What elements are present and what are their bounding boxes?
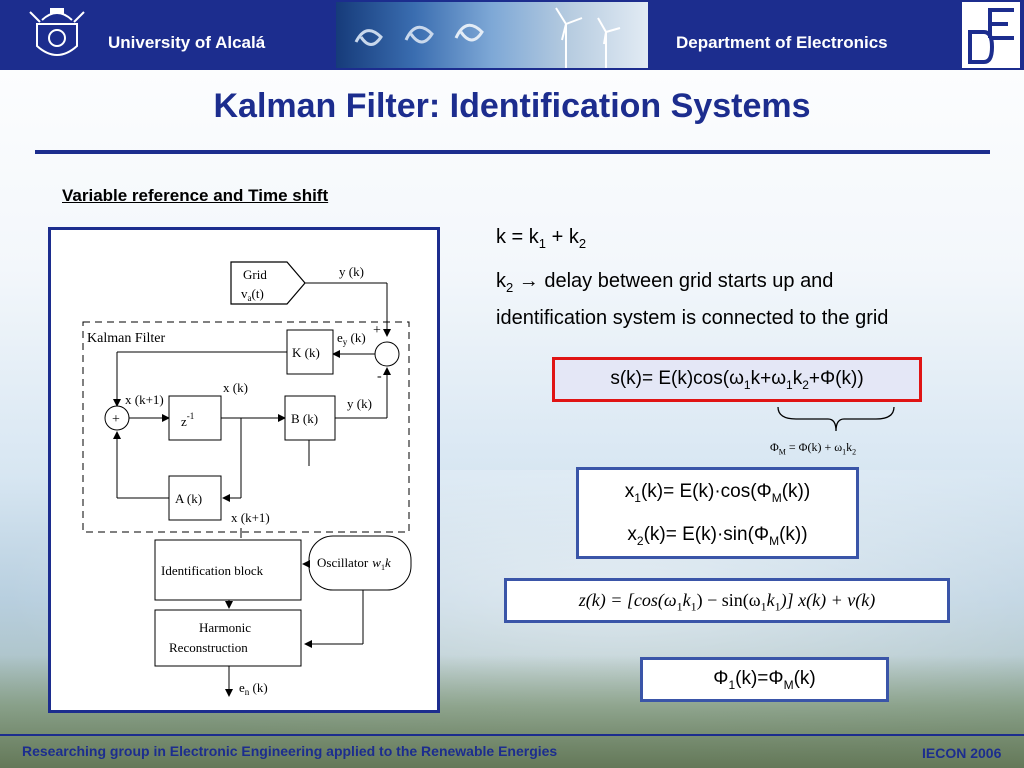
grid-block bbox=[230, 261, 306, 305]
harmonic-block bbox=[154, 609, 302, 667]
grid-signal: va(t) bbox=[241, 286, 264, 303]
de-logo-icon bbox=[962, 2, 1020, 68]
en-label: en (k) bbox=[239, 680, 268, 697]
xhat-k-label: x (k) bbox=[223, 380, 248, 395]
department-name: Department of Electronics bbox=[676, 33, 888, 52]
phi-m-definition: ΦM = Φ(k) + ω1k2 bbox=[770, 440, 857, 457]
slide-title: Kalman Filter: Identification Systems bbox=[213, 87, 811, 125]
y-top-label: y (k) bbox=[339, 264, 364, 279]
header-bar: University of Alcalá Department of Elect… bbox=[0, 0, 1024, 70]
minus-sign: - bbox=[377, 369, 382, 384]
a-block-label: A (k) bbox=[175, 491, 202, 506]
crest-icon bbox=[29, 8, 85, 56]
section-subtitle: Variable reference and Time shift bbox=[62, 186, 329, 205]
signal-equation-box: s(k)= E(k)cos(ω1k+ω1k2+Φ(k)) bbox=[552, 357, 922, 402]
x2-equation: x2(k)= E(k)·sin(ΦM(k)) bbox=[627, 524, 808, 548]
ey-label: ey (k) bbox=[337, 330, 366, 347]
identification-label: Identification block bbox=[161, 563, 264, 578]
phi1-equation-box: Φ1(k)=ΦM(k) bbox=[640, 657, 889, 702]
state-equations-box: x1(k)= E(k)·cos(ΦM(k)) x2(k)= E(k)·sin(Φ… bbox=[576, 467, 859, 559]
identification-block bbox=[154, 539, 302, 601]
error-sum-junction bbox=[374, 341, 400, 367]
y-b-label: y (k) bbox=[347, 396, 372, 411]
k-block-label: K (k) bbox=[292, 345, 320, 360]
kalman-block-diagram: Grid va(t) y (k) Kalman Filter + - ey (k… bbox=[48, 227, 440, 713]
plus-top-sign: + bbox=[373, 323, 381, 338]
footer-divider bbox=[0, 734, 1024, 736]
xhat-k1-label: x (k+1) bbox=[125, 392, 164, 407]
grid-label: Grid bbox=[243, 267, 267, 282]
k-definition: k = k1 + k2 bbox=[496, 226, 587, 251]
plus-sum-sign: + bbox=[112, 412, 120, 427]
delay-block bbox=[168, 395, 222, 441]
underbrace bbox=[777, 406, 895, 432]
delay-label: z-1 bbox=[181, 411, 194, 429]
k2-description: k2 → delay between grid starts up and id… bbox=[496, 270, 889, 329]
b-block bbox=[284, 395, 336, 441]
footer-research-group: Researching group in Electronic Engineer… bbox=[22, 743, 558, 759]
k-block bbox=[286, 329, 334, 375]
harmonic-label-1: Harmonic bbox=[199, 620, 251, 635]
harmonic-label-2: Reconstruction bbox=[169, 640, 248, 655]
b-block-label: B (k) bbox=[291, 411, 318, 426]
kalman-label: Kalman Filter bbox=[87, 331, 165, 346]
kalman-boundary bbox=[82, 321, 410, 533]
a-block bbox=[168, 475, 222, 521]
xhat-k1-bottom-label: x (k+1) bbox=[231, 510, 270, 525]
title-underline bbox=[35, 150, 990, 154]
arrow-right-icon: → bbox=[513, 270, 545, 292]
header-banner-image bbox=[336, 2, 648, 68]
x1-equation: x1(k)= E(k)·cos(ΦM(k)) bbox=[624, 481, 811, 505]
university-name: University of Alcalá bbox=[108, 33, 266, 52]
footer-conference: IECON 2006 bbox=[922, 745, 1002, 761]
measurement-equation-box: z(k) = [cos(ω1k1) − sin(ω1k1)] x(k) + v(… bbox=[504, 578, 950, 623]
